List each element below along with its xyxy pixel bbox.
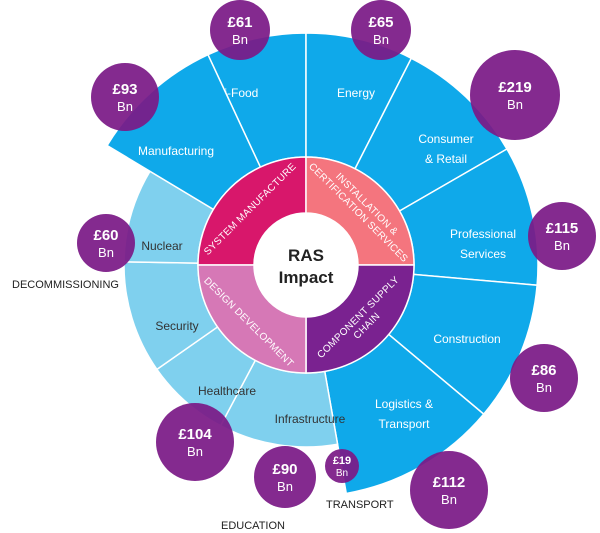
bubble-value-7: £104 bbox=[178, 426, 212, 443]
bubble-unit-7: Bn bbox=[187, 444, 203, 459]
transport-label: TRANSPORT bbox=[326, 499, 394, 511]
outer-segment-label-9: Nuclear bbox=[141, 239, 182, 253]
value-bubble-3 bbox=[470, 50, 560, 140]
bubble-value-6: £86 bbox=[531, 362, 556, 379]
bubble-unit-6: Bn bbox=[536, 380, 552, 395]
value-bubbles: £61Bn£65Bn£93Bn£219Bn£115Bn£60Bn£86Bn£10… bbox=[77, 0, 596, 529]
outer-segment-label-8: Security bbox=[155, 319, 198, 333]
bubble-unit-10: Bn bbox=[441, 492, 457, 507]
outer-segment-label-6: Infrastructure bbox=[275, 412, 346, 426]
bubble-unit-9: Bn bbox=[336, 468, 348, 479]
outer-segment-label-2: Consumer& Retail bbox=[418, 132, 473, 166]
value-bubble-10 bbox=[410, 451, 488, 529]
bubble-unit-1: Bn bbox=[373, 32, 389, 47]
bubble-value-2: £93 bbox=[112, 81, 137, 98]
center-circle bbox=[254, 213, 358, 317]
outer-segment-label-1: Energy bbox=[337, 86, 375, 100]
value-bubble-0 bbox=[210, 0, 270, 60]
bubble-value-8: £90 bbox=[272, 461, 297, 478]
bubble-unit-3: Bn bbox=[507, 97, 523, 112]
outer-segment-label-4: Construction bbox=[433, 332, 500, 346]
bubble-value-1: £65 bbox=[368, 14, 393, 31]
bubble-value-10: £112 bbox=[433, 474, 466, 491]
bubble-value-3: £219 bbox=[498, 79, 531, 96]
bubble-unit-4: Bn bbox=[554, 238, 570, 253]
bubble-value-4: £115 bbox=[546, 220, 579, 237]
bubble-unit-5: Bn bbox=[98, 245, 114, 260]
outside-labels: DECOMMISSIONING EDUCATION TRANSPORT bbox=[12, 279, 394, 532]
value-bubble-6 bbox=[510, 344, 578, 412]
center-title-line1: RAS bbox=[288, 246, 324, 265]
outer-segment-label-5: Logistics &Transport bbox=[375, 397, 433, 431]
decommissioning-label: DECOMMISSIONING bbox=[12, 279, 119, 291]
value-bubble-7 bbox=[156, 403, 234, 481]
center-hub: RAS Impact bbox=[254, 213, 358, 317]
value-bubble-5 bbox=[77, 214, 135, 272]
education-label: EDUCATION bbox=[221, 520, 285, 532]
bubble-unit-0: Bn bbox=[232, 32, 248, 47]
value-bubble-9 bbox=[325, 449, 359, 483]
outer-segment-label-10: Manufacturing bbox=[138, 144, 214, 158]
value-bubble-8 bbox=[254, 446, 316, 508]
bubble-value-5: £60 bbox=[93, 227, 118, 244]
value-bubble-1 bbox=[351, 0, 411, 60]
outer-segment-label-7: Healthcare bbox=[198, 384, 256, 398]
bubble-value-0: £61 bbox=[227, 14, 252, 31]
value-bubble-4 bbox=[528, 202, 596, 270]
center-title-line2: Impact bbox=[279, 268, 334, 287]
bubble-unit-2: Bn bbox=[117, 99, 133, 114]
bubble-value-9: £19 bbox=[333, 455, 351, 467]
bubble-unit-8: Bn bbox=[277, 479, 293, 494]
value-bubble-2 bbox=[91, 63, 159, 131]
